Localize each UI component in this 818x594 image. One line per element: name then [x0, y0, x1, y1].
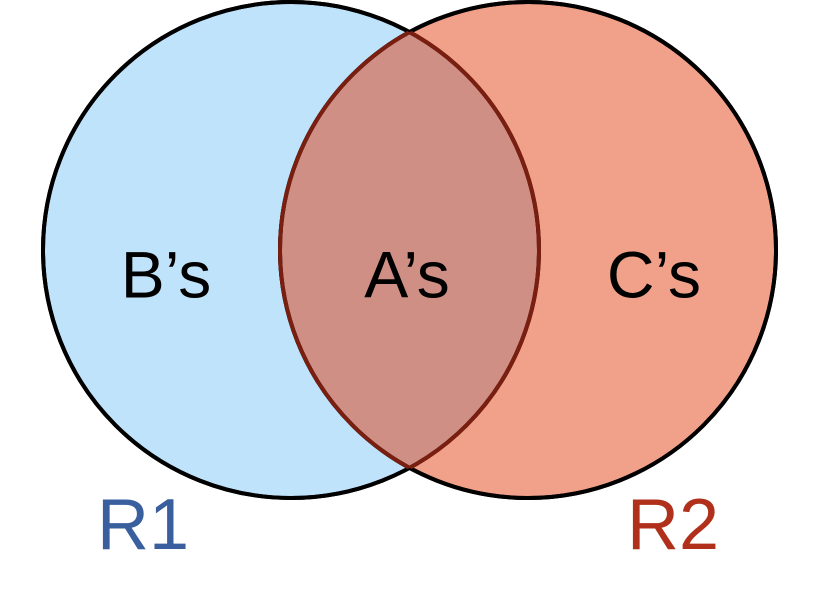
- set-label-r2: R2: [627, 485, 719, 565]
- set-label-r1: R1: [97, 485, 189, 565]
- intersection-region: [280, 2, 539, 498]
- region-label-left-only: B’s: [121, 237, 212, 311]
- region-label-right-only: C’s: [607, 237, 701, 311]
- intersection-outline: [278, 2, 539, 498]
- intersection-outline-left-arc: [280, 2, 541, 498]
- region-label-intersection: A’s: [364, 237, 450, 311]
